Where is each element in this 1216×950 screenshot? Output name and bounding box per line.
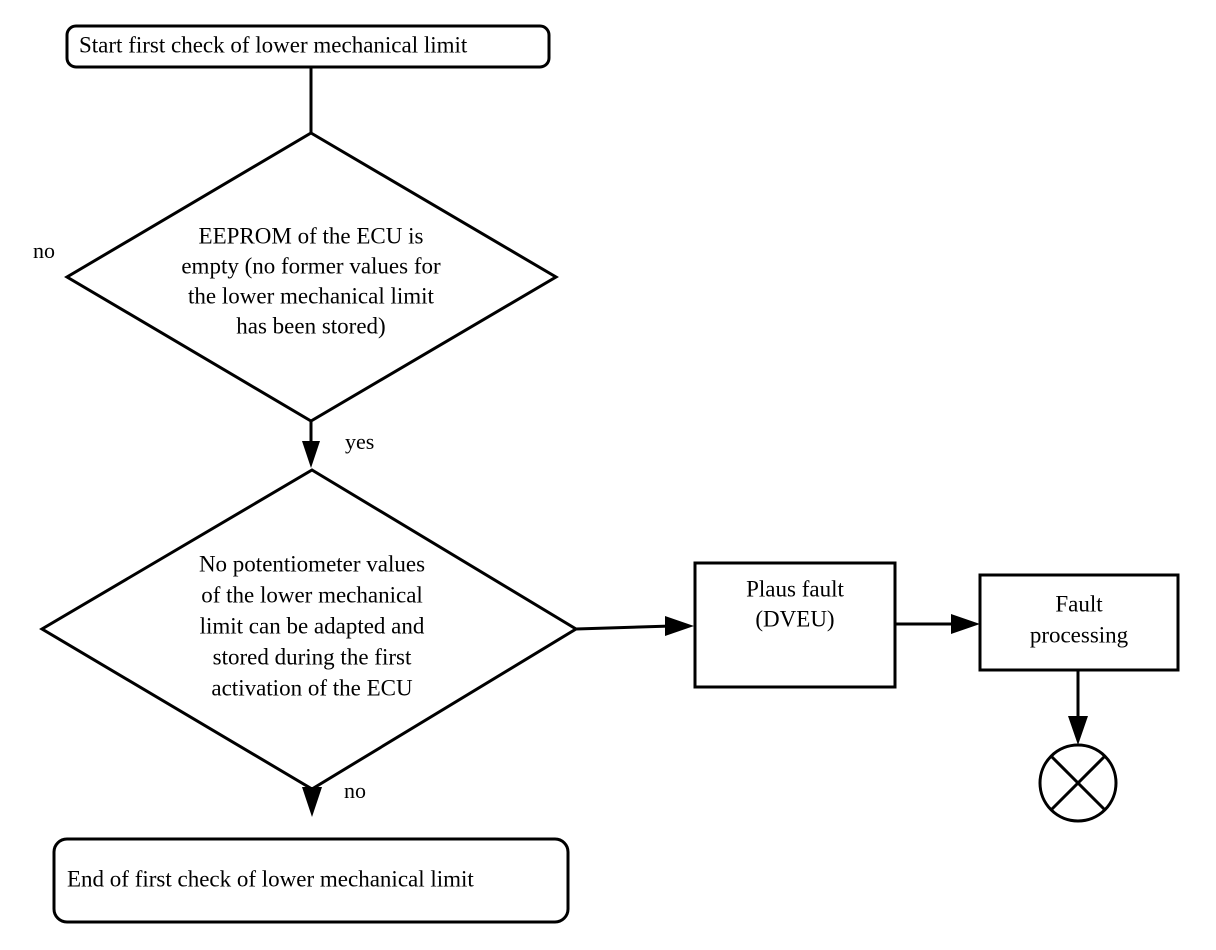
fault-processing-line-2: processing: [1030, 622, 1129, 647]
connector-potentiometer-to-plaus-fault: [575, 616, 694, 636]
arrowhead-icon: [302, 787, 322, 817]
node-end-terminator[interactable]: End of first check of lower mechanical l…: [52, 837, 570, 924]
arrowhead-icon: [665, 616, 694, 636]
decision-potentiometer-line-4: stored during the first: [213, 644, 412, 669]
decision-eeprom-line-1: EEPROM of the ECU is: [199, 223, 424, 248]
decision-potentiometer-line-3: limit can be adapted and: [200, 613, 425, 638]
arrowhead-icon: [302, 441, 320, 468]
node-plaus-fault[interactable]: Plaus fault (DVEU): [693, 561, 897, 689]
node-cross-circle[interactable]: [1038, 743, 1118, 823]
decision-eeprom-line-4: has been stored): [236, 313, 385, 338]
node-decision-potentiometer[interactable]: No potentiometer values of the lower mec…: [39, 468, 579, 791]
connector-line: [575, 624, 673, 631]
connector-eeprom-to-potentiometer: [302, 421, 320, 468]
connector-potentiometer-to-end: [302, 787, 322, 817]
start-terminator-label: Start first check of lower mechanical li…: [79, 32, 468, 57]
end-terminator-shape: [52, 837, 570, 924]
start-terminator-shape: [65, 24, 551, 69]
connector-fault-processing-to-cross-circle: [1068, 670, 1088, 745]
plaus-fault-line-2: (DVEU): [755, 606, 834, 631]
arrowhead-icon: [951, 614, 980, 634]
decision-potentiometer-line-2: of the lower mechanical: [201, 582, 423, 607]
decision-eeprom-line-3: the lower mechanical limit: [188, 283, 434, 308]
edge-label-potentiometer-no: no: [344, 778, 366, 803]
node-fault-processing[interactable]: Fault processing: [978, 573, 1180, 672]
cross-icon-stroke-b: [1049, 754, 1107, 812]
connector-plaus-fault-to-fault-processing: [895, 614, 980, 634]
arrowhead-icon: [1068, 716, 1088, 745]
decision-eeprom-line-2: empty (no former values for: [181, 253, 441, 278]
decision-potentiometer-line-5: activation of the ECU: [211, 675, 413, 700]
fault-processing-shape: [978, 573, 1180, 672]
node-start-terminator[interactable]: Start first check of lower mechanical li…: [65, 24, 551, 69]
edge-label-eeprom-yes: yes: [345, 429, 374, 454]
decision-potentiometer-line-1: No potentiometer values: [199, 551, 425, 576]
fault-processing-line-1: Fault: [1055, 591, 1103, 616]
plaus-fault-line-1: Plaus fault: [746, 576, 844, 601]
edge-label-eeprom-no: no: [33, 238, 55, 263]
end-terminator-label: End of first check of lower mechanical l…: [67, 866, 474, 891]
node-decision-eeprom[interactable]: EEPROM of the ECU is empty (no former va…: [64, 131, 559, 423]
